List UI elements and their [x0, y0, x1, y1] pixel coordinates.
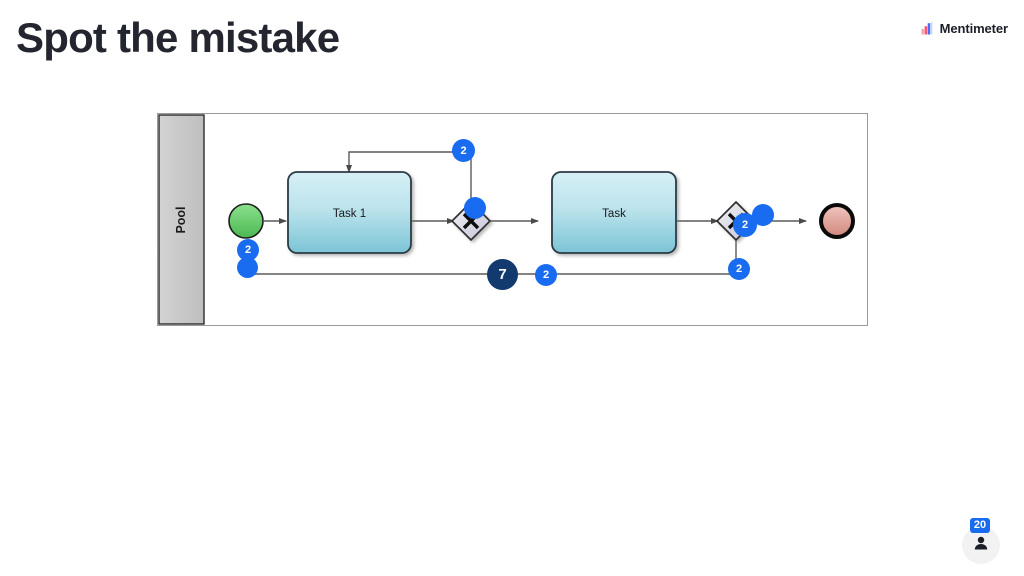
bpmn-diagram-container: Pool Task 1	[157, 113, 868, 326]
participant-count: 20	[970, 518, 990, 533]
vote-marker-start-inbound[interactable]: 2	[237, 239, 259, 261]
vote-marker-value: 2	[741, 219, 749, 231]
person-icon	[973, 535, 989, 556]
vote-marker-value: 2	[460, 144, 467, 157]
brand-name: Mentimeter	[939, 21, 1008, 36]
vote-marker-value: 2	[244, 244, 252, 256]
task-2-label: Task	[602, 208, 626, 220]
page-title: Spot the mistake	[16, 14, 340, 61]
node-end-event	[819, 203, 855, 239]
vote-marker-gateway-2-right[interactable]	[752, 204, 774, 226]
vote-marker-bottom-seven[interactable]: 7	[487, 259, 518, 290]
node-task-1	[287, 171, 412, 254]
vote-marker-gateway-2-return[interactable]: 2	[728, 258, 750, 280]
vote-marker-loop-corner[interactable]: 2	[452, 139, 475, 162]
node-task-2	[551, 171, 677, 254]
flow-gateway1-loop-to-task1	[346, 151, 472, 203]
vote-marker-value: 2	[735, 263, 743, 275]
pool-lane: Pool	[158, 114, 205, 325]
vote-marker-value: 2	[542, 269, 550, 281]
node-start-event	[228, 203, 264, 239]
vote-marker-value: 7	[498, 266, 507, 283]
vote-marker-bottom-two[interactable]: 2	[535, 264, 557, 286]
participant-counter[interactable]: 20	[962, 518, 1002, 564]
vote-marker-gateway-1[interactable]	[464, 197, 486, 219]
pool-label: Pool	[174, 206, 188, 233]
participant-avatar	[962, 526, 1000, 564]
brand-logo: Mentimeter	[921, 21, 1008, 36]
task-1-label: Task 1	[333, 208, 366, 220]
vote-marker-start-return-dot[interactable]	[237, 257, 258, 278]
bar-chart-logo-icon	[921, 22, 934, 35]
